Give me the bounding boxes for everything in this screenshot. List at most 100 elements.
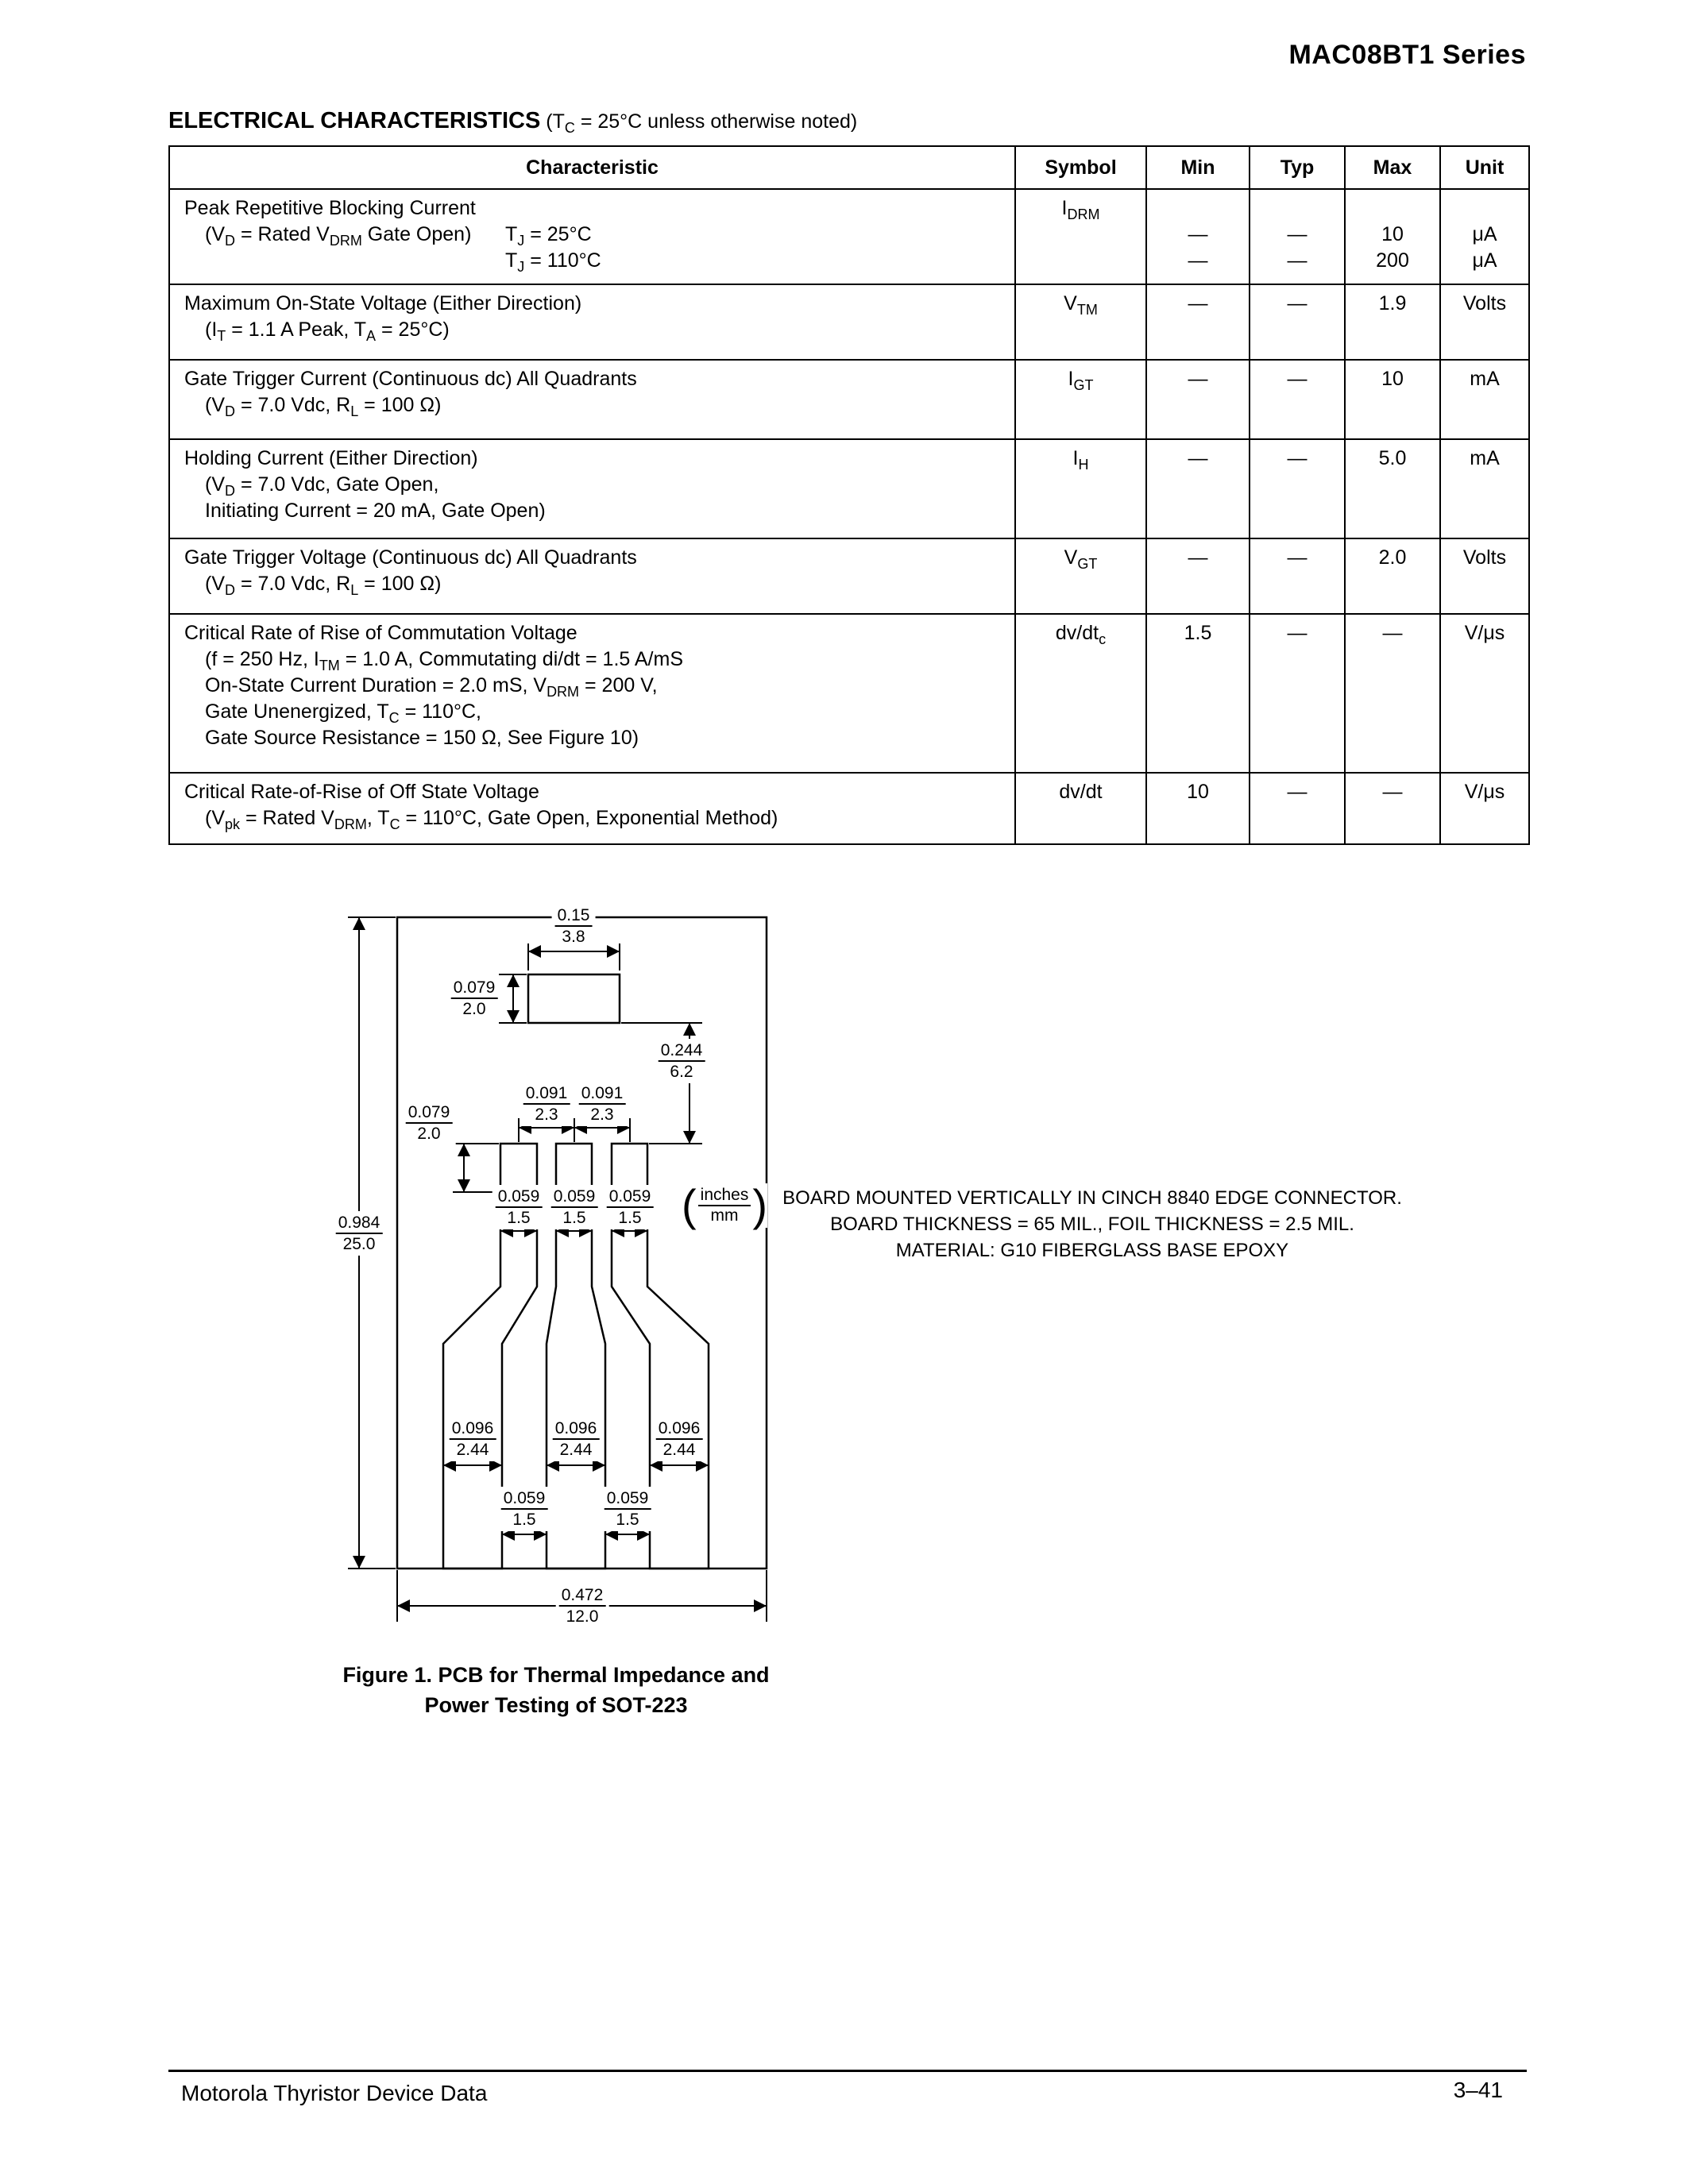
- symbol-value: IDRM: [1061, 197, 1100, 222]
- characteristic-title: Maximum On-State Voltage (Either Directi…: [184, 292, 582, 314]
- row-gate-trigger-voltage: Gate Trigger Voltage (Continuous dc) All…: [168, 538, 1530, 615]
- min-value: —: [1188, 292, 1208, 314]
- dim-strip-width-label: 0.096 2.44: [549, 1417, 603, 1461]
- dim-strip-gap-label: 0.059 1.5: [497, 1487, 551, 1531]
- dim-lead-width-label: 0.059 1.5: [603, 1185, 657, 1229]
- max-value: 10: [1381, 223, 1404, 245]
- min-value: —: [1188, 546, 1208, 569]
- dim-board-width-label: 0.472 12.0: [555, 1584, 609, 1628]
- row-critical-rate-of-rise-commutation: Critical Rate of Rise of Commutation Vol…: [168, 613, 1530, 774]
- symbol-value: dv/dtc: [1055, 622, 1107, 647]
- electrical-characteristics-table: Characteristic Symbol Min Typ Max Unit P…: [168, 145, 1530, 845]
- col-header-max: Max: [1344, 145, 1441, 190]
- dim-tab-height-label: 0.079 2.0: [447, 976, 501, 1021]
- unit-value: Volts: [1462, 292, 1507, 314]
- symbol-value: VGT: [1064, 546, 1098, 572]
- test-condition: Gate Unenergized, TC = 110°C,: [205, 700, 481, 726]
- test-condition: (VD = 7.0 Vdc, RL = 100 Ω): [205, 573, 442, 598]
- unit-value: μA: [1472, 249, 1497, 272]
- min-value: —: [1188, 223, 1208, 245]
- unit-value: mA: [1470, 447, 1500, 469]
- symbol-value: dv/dt: [1059, 781, 1103, 803]
- pcb-figure-drawing: [348, 916, 768, 1622]
- page-title: MAC08BT1 Series: [1288, 40, 1526, 70]
- dim-strip-width-label: 0.096 2.44: [652, 1417, 706, 1461]
- max-value: 200: [1376, 249, 1409, 272]
- dim-strip-gap-label: 0.059 1.5: [601, 1487, 655, 1531]
- test-condition: On-State Current Duration = 2.0 mS, VDRM…: [205, 674, 658, 700]
- dim-lead-pitch-right-label: 0.091 2.3: [575, 1082, 629, 1126]
- dim-tab-width-label: 0.15 3.8: [551, 904, 596, 948]
- section-subtitle: (TC = 25°C unless otherwise noted): [546, 110, 858, 136]
- min-value: 10: [1187, 781, 1209, 803]
- characteristic-title: Peak Repetitive Blocking Current: [184, 197, 476, 219]
- symbol-value: VTM: [1064, 292, 1098, 318]
- typ-value: —: [1287, 223, 1308, 245]
- col-header-symbol: Symbol: [1014, 145, 1147, 190]
- tab-pad: [527, 973, 621, 1024]
- dim-strip-width-label: 0.096 2.44: [446, 1417, 500, 1461]
- characteristic-title: Gate Trigger Voltage (Continuous dc) All…: [184, 546, 637, 569]
- test-condition-temps: TJ = 25°C TJ = 110°C: [505, 223, 601, 275]
- unit-value: V/μs: [1464, 781, 1505, 803]
- row-gate-trigger-current: Gate Trigger Current (Continuous dc) All…: [168, 359, 1530, 440]
- typ-value: —: [1287, 447, 1308, 469]
- characteristic-title: Critical Rate-of-Rise of Off State Volta…: [184, 781, 539, 803]
- max-value: 2.0: [1378, 546, 1407, 569]
- symbol-value: IGT: [1068, 368, 1094, 393]
- max-value: —: [1382, 781, 1403, 803]
- unit-value: μA: [1472, 223, 1497, 245]
- max-value: 5.0: [1378, 447, 1407, 469]
- dim-lead-width-label: 0.059 1.5: [547, 1185, 601, 1229]
- test-condition: (VD = 7.0 Vdc, RL = 100 Ω): [205, 394, 442, 419]
- col-header-unit: Unit: [1439, 145, 1530, 190]
- max-value: 10: [1381, 368, 1404, 390]
- characteristic-title: Gate Trigger Current (Continuous dc) All…: [184, 368, 637, 390]
- row-peak-repetitive-blocking-current: Peak Repetitive Blocking Current (VD = R…: [168, 188, 1530, 285]
- note-line: BOARD MOUNTED VERTICALLY IN CINCH 8840 E…: [782, 1187, 1402, 1209]
- test-condition: (VD = Rated VDRM Gate Open): [205, 223, 472, 249]
- characteristic-title: Holding Current (Either Direction): [184, 447, 478, 469]
- typ-value: —: [1287, 368, 1308, 390]
- symbol-value: IH: [1072, 447, 1089, 473]
- min-value: —: [1188, 249, 1208, 272]
- page-number: 3–41: [1453, 2078, 1503, 2102]
- typ-value: —: [1287, 622, 1308, 644]
- min-value: —: [1188, 447, 1208, 469]
- test-condition: (VD = 7.0 Vdc, Gate Open,: [205, 473, 439, 499]
- dim-lead-pitch-left-label: 0.091 2.3: [520, 1082, 574, 1126]
- section-title: ELECTRICAL CHARACTERISTICS: [168, 108, 541, 133]
- min-value: 1.5: [1184, 622, 1212, 644]
- typ-value: —: [1287, 781, 1308, 803]
- unit-value: mA: [1470, 368, 1500, 390]
- table-header-row: Characteristic Symbol Min Typ Max Unit: [168, 145, 1530, 190]
- unit-value: Volts: [1462, 546, 1507, 569]
- row-maximum-on-state-voltage: Maximum On-State Voltage (Either Directi…: [168, 284, 1530, 361]
- typ-value: —: [1287, 249, 1308, 272]
- max-value: —: [1382, 622, 1403, 644]
- footer-rule: [168, 2070, 1527, 2072]
- dim-board-height-label: 0.984 25.0: [332, 1211, 386, 1256]
- max-value: 1.9: [1378, 292, 1407, 314]
- col-header-characteristic: Characteristic: [168, 145, 1016, 190]
- typ-value: —: [1287, 292, 1308, 314]
- test-condition: (IT = 1.1 A Peak, TA = 25°C): [205, 318, 450, 344]
- test-condition: (Vpk = Rated VDRM, TC = 110°C, Gate Open…: [205, 807, 778, 832]
- row-holding-current: Holding Current (Either Direction) (VD =…: [168, 438, 1530, 539]
- min-value: —: [1188, 368, 1208, 390]
- board-mounting-notes: BOARD MOUNTED VERTICALLY IN CINCH 8840 E…: [782, 1185, 1402, 1264]
- test-condition: Initiating Current = 20 mA, Gate Open): [205, 500, 546, 522]
- dim-tab-to-pads-label: 0.244 6.2: [655, 1039, 709, 1083]
- test-condition: (f = 250 Hz, ITM = 1.0 A, Commutating di…: [205, 648, 683, 673]
- row-critical-rate-of-rise-off-state: Critical Rate-of-Rise of Off State Volta…: [168, 772, 1530, 845]
- note-line: BOARD THICKNESS = 65 MIL., FOIL THICKNES…: [830, 1214, 1354, 1235]
- col-header-typ: Typ: [1249, 145, 1346, 190]
- figure-caption: Figure 1. PCB for Thermal Impedance and …: [342, 1663, 770, 1717]
- col-header-min: Min: [1145, 145, 1250, 190]
- section-heading: ELECTRICAL CHARACTERISTICS (TC = 25°C un…: [168, 108, 858, 136]
- note-line: MATERIAL: G10 FIBERGLASS BASE EPOXY: [895, 1240, 1289, 1261]
- dim-pad-height-label: 0.079 2.0: [402, 1101, 456, 1145]
- typ-value: —: [1287, 546, 1308, 569]
- footer-book-title: Motorola Thyristor Device Data: [181, 2081, 488, 2105]
